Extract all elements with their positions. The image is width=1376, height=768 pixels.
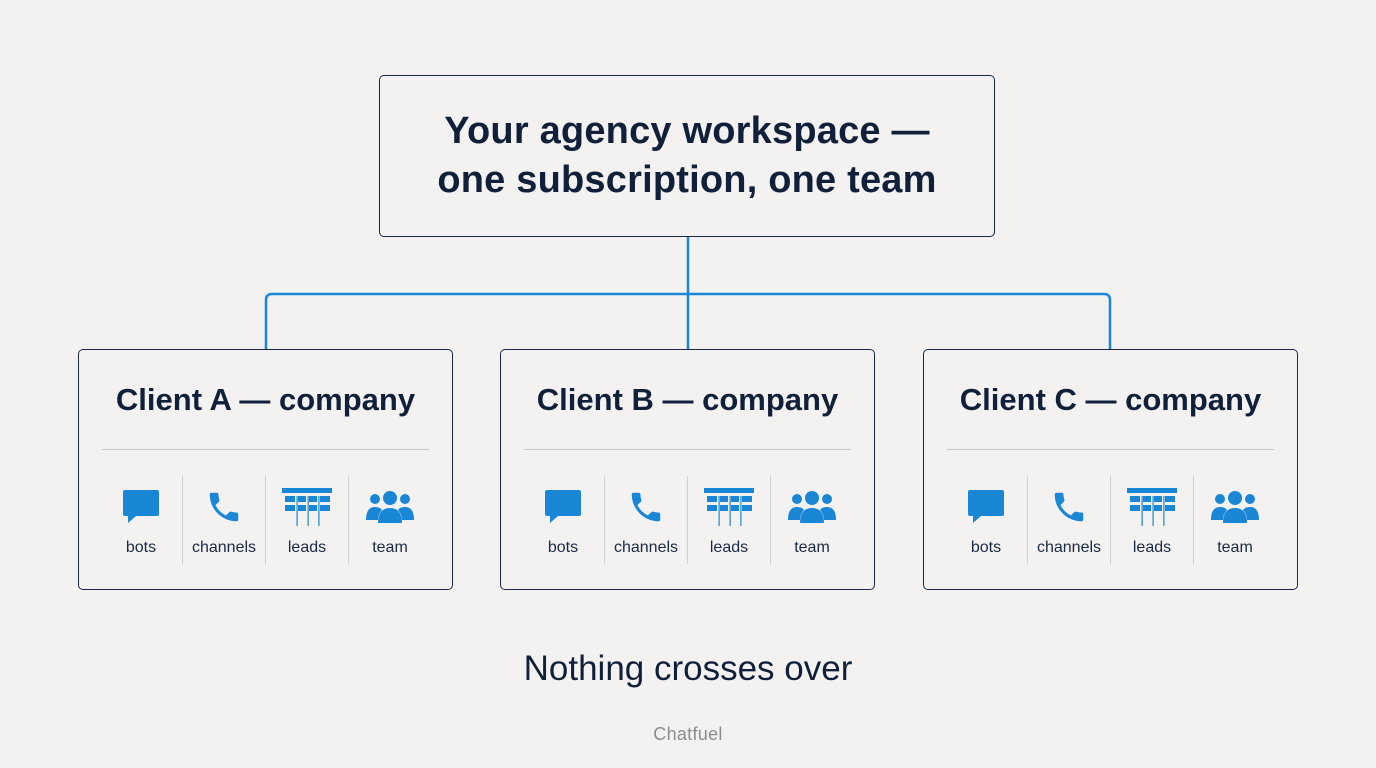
client-b-feature-channels: channels [604,476,687,564]
client-b-feature-bots-label: bots [547,539,579,556]
client-c-feature-team-label: team [1217,539,1253,556]
phone-icon [621,488,671,526]
client-a-title: Client A — company [115,382,416,417]
brand-logo: Chatfuel [653,724,723,744]
client-a-feature-bots-label: bots [125,539,157,556]
team-icon [1210,488,1260,526]
client-a-divider [102,449,429,450]
client-b-feature-channels-label: channels [613,539,679,556]
client-a-feature-leads: leads [265,476,348,564]
client-c-feature-leads: leads [1110,476,1193,564]
footer-caption: Nothing crosses over [523,649,853,688]
client-b-feature-leads-label: leads [709,539,749,556]
client-b-card: Client B — company bots channels [500,349,875,590]
connector-branch [264,292,1112,349]
table-icon [282,488,332,526]
client-b-feature-team-label: team [794,539,830,556]
chat-bubble-icon [116,488,166,526]
client-c-feature-channels-label: channels [1036,539,1102,556]
client-c-features: bots channels [945,476,1276,564]
client-c-feature-bots: bots [945,476,1027,564]
client-c-title: Client C — company [959,382,1262,417]
client-c-feature-channels: channels [1027,476,1110,564]
client-b-feature-team: team [770,476,853,564]
agency-workspace-box: Your agency workspace — one subscription… [379,75,995,237]
team-icon [365,488,415,526]
client-a-feature-channels-label: channels [191,539,257,556]
client-a-feature-leads-label: leads [287,539,327,556]
client-c-divider [947,449,1274,450]
client-a-feature-team: team [348,476,431,564]
client-c-card: Client C — company bots channels [923,349,1298,590]
chat-bubble-icon [538,488,588,526]
agency-workspace-title-line2: one subscription, one team [437,159,937,201]
table-icon [1127,488,1177,526]
client-a-feature-team-label: team [372,539,408,556]
client-b-title: Client B — company [536,382,839,417]
client-b-feature-bots: bots [522,476,604,564]
chat-bubble-icon [961,488,1011,526]
agency-workspace-title-line1: Your agency workspace — [444,110,930,152]
client-c-feature-team: team [1193,476,1276,564]
client-c-feature-bots-label: bots [970,539,1002,556]
agency-workspace-title: Your agency workspace — one subscription… [437,107,936,205]
phone-icon [1044,488,1094,526]
team-icon [787,488,837,526]
client-a-features: bots channels [100,476,431,564]
client-b-divider [524,449,851,450]
table-icon [704,488,754,526]
client-c-feature-leads-label: leads [1132,539,1172,556]
client-b-feature-leads: leads [687,476,770,564]
client-a-feature-bots: bots [100,476,182,564]
client-b-features: bots channels [522,476,853,564]
client-a-feature-channels: channels [182,476,265,564]
client-a-card: Client A — company bots channels [78,349,453,590]
phone-icon [199,488,249,526]
